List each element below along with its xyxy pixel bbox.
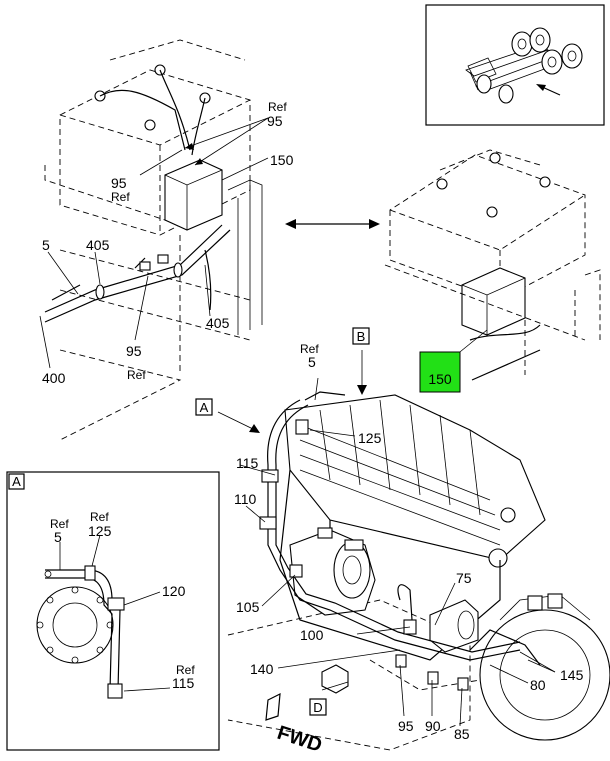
callout-110: 110 xyxy=(234,491,257,507)
callout-125: 125 xyxy=(358,430,382,446)
callout-95-top: 95 xyxy=(267,113,283,129)
callout-150-top: 150 xyxy=(270,152,294,168)
svg-text:D: D xyxy=(313,700,322,715)
svg-text:A: A xyxy=(12,474,21,489)
callout-85: 85 xyxy=(454,726,470,742)
battery-box-view xyxy=(44,39,263,441)
callout-ref-5: Ref xyxy=(300,342,319,356)
svg-text:150: 150 xyxy=(428,371,452,387)
detail-a-inset xyxy=(6,471,220,751)
engine-assembly xyxy=(227,391,610,751)
detail-callout-120: 120 xyxy=(162,583,186,599)
highlighted-callout-150[interactable]: 150 xyxy=(419,351,461,393)
callout-5-engine: 5 xyxy=(308,354,316,370)
detail-callout-125: 125 xyxy=(88,523,112,539)
callout-405-left: 405 xyxy=(86,237,110,253)
svg-text:A: A xyxy=(200,400,209,415)
callout-labels: Ref 95 95 Ref 150 5 405 405 95 Ref 400 R… xyxy=(42,100,584,742)
callout-100: 100 xyxy=(300,627,324,643)
detail-callout-ref-115: Ref xyxy=(176,663,195,677)
detail-callout-115: 115 xyxy=(172,675,195,691)
detail-callout-5: 5 xyxy=(54,529,62,545)
view-label-d: D xyxy=(309,698,327,716)
callout-140: 140 xyxy=(250,661,274,677)
leader-lines xyxy=(39,117,556,727)
callout-75: 75 xyxy=(456,570,472,586)
view-link-arrow xyxy=(285,219,380,229)
callout-ref-95-left: Ref xyxy=(111,190,130,204)
callout-400: 400 xyxy=(42,370,66,386)
view-label-a: A xyxy=(195,398,213,416)
detail-a-label: A xyxy=(8,473,25,490)
callout-90: 90 xyxy=(425,718,441,734)
alternate-battery-view xyxy=(384,149,601,381)
callout-5-left: 5 xyxy=(42,237,50,253)
callout-105: 105 xyxy=(236,599,260,615)
callout-ref-95-lower: Ref xyxy=(127,368,146,382)
svg-text:FWD: FWD xyxy=(274,722,324,757)
detail-callout-ref-5: Ref xyxy=(50,517,69,531)
callout-95-lower: 95 xyxy=(126,343,142,359)
callout-95-left: 95 xyxy=(111,175,127,191)
view-label-b: B xyxy=(352,327,370,345)
svg-text:B: B xyxy=(357,329,366,344)
callout-145: 145 xyxy=(560,667,584,683)
vehicle-locator-inset xyxy=(425,4,605,126)
callout-ref-95-top: Ref xyxy=(268,100,287,114)
callout-95-engine: 95 xyxy=(398,718,414,734)
detail-callout-ref-125: Ref xyxy=(90,510,109,524)
callout-80: 80 xyxy=(530,677,546,693)
callout-115: 115 xyxy=(236,455,259,471)
callout-405-right: 405 xyxy=(206,315,230,331)
